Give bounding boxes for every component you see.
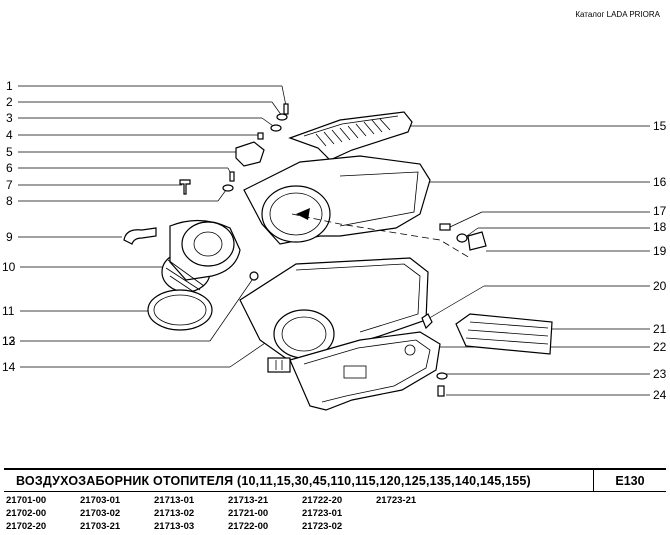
title-bar: ВОЗДУХОЗАБОРНИК ОТОПИТЕЛЯ (10,11,15,30,4… — [4, 468, 666, 492]
model-code: 21702-00 — [6, 508, 47, 519]
callout-22: 22 — [653, 340, 667, 354]
model-code: 21722-00 — [228, 521, 269, 532]
model-code — [376, 521, 450, 533]
part-16-duct — [243, 155, 471, 259]
model-code: 21702-20 — [6, 521, 47, 532]
part-9-tube — [123, 227, 157, 245]
parts-23-24 — [436, 372, 448, 397]
callout-10: 10 — [2, 260, 16, 274]
model-code: 21723-21 — [376, 495, 417, 506]
callout-19: 19 — [653, 244, 667, 258]
model-code: 21723-01 — [302, 508, 343, 519]
part-14-bracket — [267, 357, 291, 373]
model-code: 21713-02 — [154, 508, 195, 519]
model-code: 21703-02 — [80, 508, 121, 519]
callout-11: 11 — [2, 304, 15, 318]
model-code: 21713-21 — [228, 495, 269, 506]
model-code: 21721-00 — [228, 508, 269, 519]
part-11-gasket — [147, 289, 213, 331]
callout-23: 23 — [653, 367, 667, 381]
catalog-code: E130 — [593, 470, 666, 492]
right-callouts: 15 16 17 18 19 20 21 22 23 24 — [402, 119, 667, 402]
callout-6: 6 — [6, 161, 13, 175]
callout-24: 24 — [653, 388, 667, 402]
callout-7: 7 — [6, 178, 13, 192]
part-15-grille — [288, 111, 413, 161]
callout-1: 1 — [6, 79, 13, 93]
model-code: 21723-02 — [302, 521, 343, 532]
model-code: 21703-01 — [80, 495, 121, 506]
callout-12: 12 — [2, 334, 16, 348]
callout-16: 16 — [653, 175, 667, 189]
callout-2: 2 — [6, 95, 13, 109]
model-code: 21713-03 — [154, 521, 195, 532]
part-20-clip — [421, 313, 433, 330]
callout-5: 5 — [6, 145, 13, 159]
catalog-header: Каталог LADA PRIORA — [575, 10, 660, 19]
part-13-housing — [239, 257, 429, 365]
model-code: 21701-00 — [6, 495, 47, 506]
callout-8: 8 — [6, 194, 13, 208]
model-code: 21713-01 — [154, 495, 195, 506]
callout-18: 18 — [653, 220, 667, 234]
model-code: 21703-21 — [80, 521, 121, 532]
callout-21: 21 — [653, 322, 667, 336]
callout-9: 9 — [6, 230, 13, 244]
model-list: 21701-00 21703-01 21713-01 21713-21 2172… — [6, 495, 450, 533]
model-code — [376, 508, 450, 520]
callout-4: 4 — [6, 128, 13, 142]
callout-15: 15 — [653, 119, 667, 133]
left-callouts: 1 2 3 4 5 6 7 8 9 10 11 12 13 14 — [2, 79, 291, 374]
parts-17-19 — [439, 223, 487, 251]
model-code: 21722-20 — [302, 495, 343, 506]
part-10-blower — [161, 219, 241, 293]
callout-13: 13 — [2, 334, 16, 348]
part-21-filter — [455, 313, 553, 355]
part-22-cover — [289, 331, 441, 411]
hardware-1-8 — [179, 103, 289, 195]
callout-17: 17 — [653, 204, 667, 218]
page-title: ВОЗДУХОЗАБОРНИК ОТОПИТЕЛЯ (10,11,15,30,4… — [16, 474, 531, 488]
callout-20: 20 — [653, 279, 667, 293]
callout-14: 14 — [2, 360, 16, 374]
callout-3: 3 — [6, 111, 13, 125]
exploded-parts-diagram: 1 2 3 4 5 6 7 8 9 10 11 12 13 14 15 16 1… — [2, 79, 667, 411]
